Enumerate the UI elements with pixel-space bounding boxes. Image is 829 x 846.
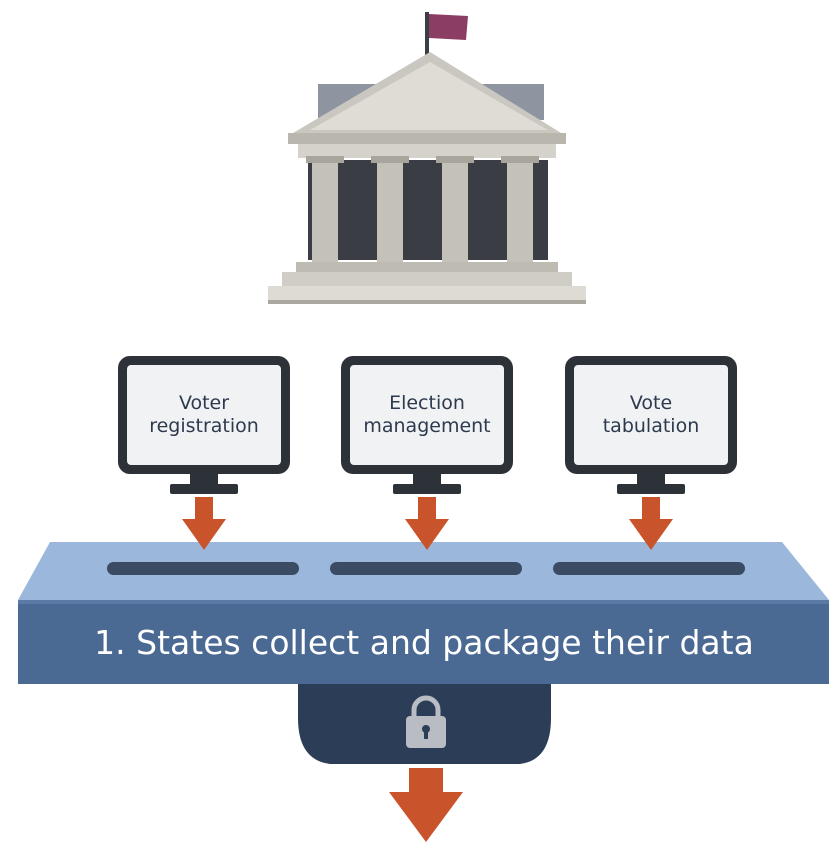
monitor-label-line1: Voter [179, 392, 229, 414]
arrow-down-icon [389, 768, 463, 842]
monitor-vote-tabulation: Vote tabulation [565, 356, 737, 494]
tray-slot-2 [330, 562, 522, 575]
monitor-label-line2: management [363, 415, 490, 437]
monitor-label-line1: Vote [630, 392, 672, 414]
government-building-icon [268, 12, 586, 304]
lock-icon [406, 695, 446, 748]
tray-slot-3 [553, 562, 745, 575]
monitor-label-line2: registration [149, 415, 259, 437]
tray-slot-1 [107, 562, 299, 575]
banner [18, 600, 829, 684]
flag-pole [425, 12, 429, 60]
arrow-down-icon [182, 497, 226, 550]
monitor-voter-registration: Voter registration [118, 356, 290, 494]
arrow-down-icon [629, 497, 673, 550]
arrow-down-icon [405, 497, 449, 550]
flag [429, 14, 468, 40]
monitor-election-management: Election management [341, 356, 513, 494]
banner-text: 1. States collect and package their data [94, 623, 754, 662]
monitor-label-line1: Election [389, 392, 465, 414]
monitor-label-line2: tabulation [603, 415, 700, 437]
